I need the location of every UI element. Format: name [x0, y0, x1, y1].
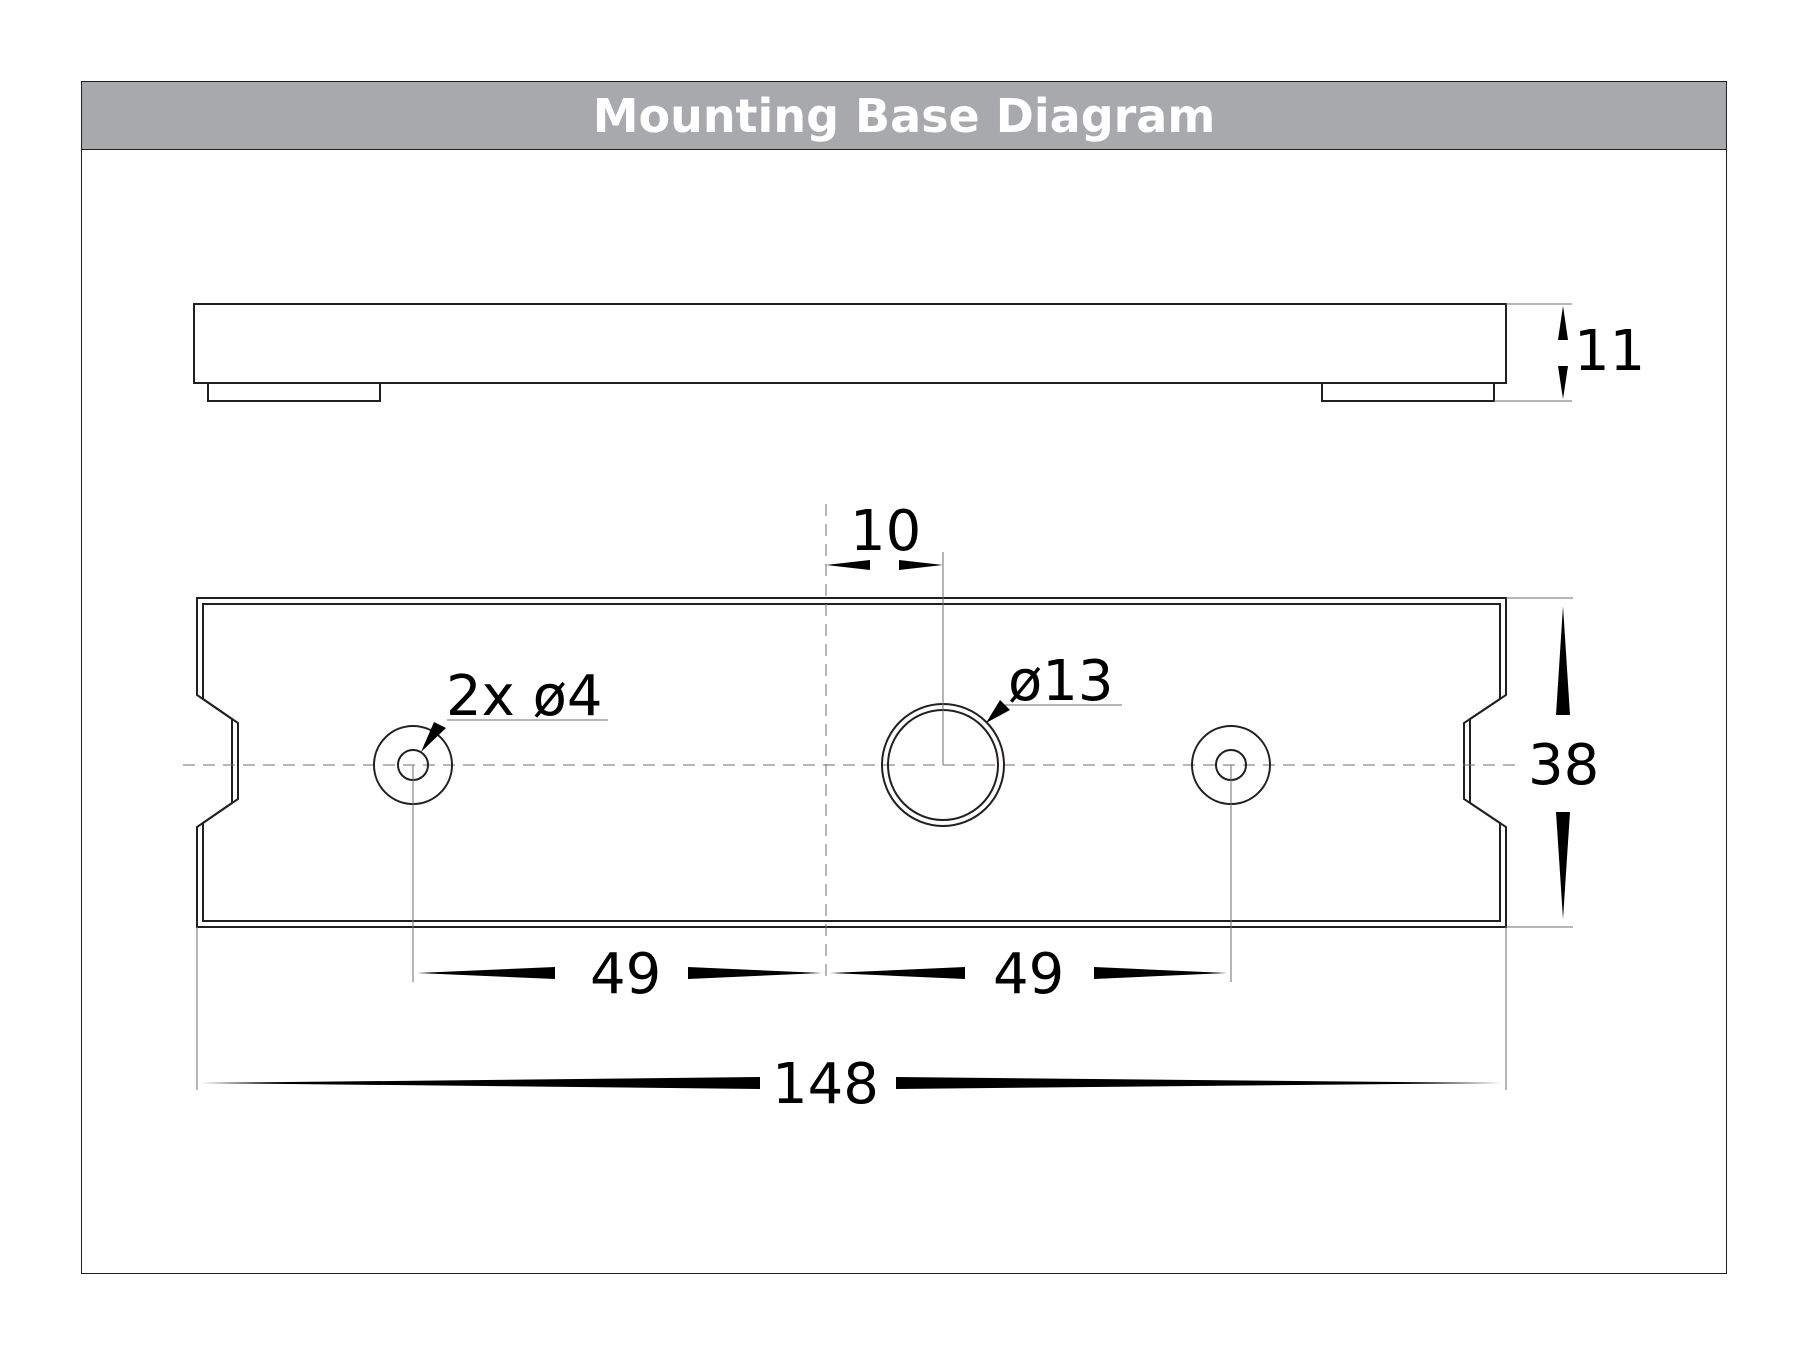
small-hole-dimension-label: 2x ø4 [446, 664, 602, 729]
length-arrow-left [201, 1077, 760, 1089]
spacing-left-arrow-end [688, 967, 822, 979]
side-view-foot-left [207, 382, 381, 402]
width-arrow-bottom [1556, 812, 1570, 919]
diagram-frame: Mounting Base Diagram [81, 81, 1727, 1274]
title-bar: Mounting Base Diagram [82, 82, 1726, 150]
side-view-foot-right [1321, 382, 1495, 402]
page-title: Mounting Base Diagram [592, 88, 1216, 143]
top-view-outline-outer [196, 597, 1507, 928]
side-view-body [193, 303, 1507, 384]
top-view: 10 2x ø4 ø13 38 49 49 148 [183, 499, 1599, 1117]
spacing-right-arrow-end [1094, 967, 1227, 979]
offset-arrow-left [826, 560, 870, 570]
spacing-right-arrow-start [830, 967, 965, 979]
height-arrow-bottom [1558, 366, 1568, 399]
large-hole-leader-arrow [986, 700, 1010, 723]
length-arrow-right [896, 1077, 1502, 1089]
height-dimension-label: 11 [1574, 319, 1645, 384]
offset-dimension-label: 10 [850, 499, 921, 564]
height-arrow-top [1558, 306, 1568, 340]
spacing-right-dimension-label: 49 [993, 942, 1064, 1007]
width-dimension-label: 38 [1528, 733, 1599, 798]
top-view-outline-inner [202, 603, 1501, 922]
spacing-left-dimension-label: 49 [590, 942, 661, 1007]
width-arrow-top [1556, 606, 1570, 715]
length-dimension-label: 148 [772, 1052, 879, 1117]
side-view: 11 [193, 303, 1645, 402]
small-hole-leader-arrow [421, 722, 446, 752]
offset-arrow-right [899, 560, 943, 570]
large-hole-dimension-label: ø13 [1008, 649, 1114, 714]
spacing-left-arrow-start [417, 967, 555, 979]
